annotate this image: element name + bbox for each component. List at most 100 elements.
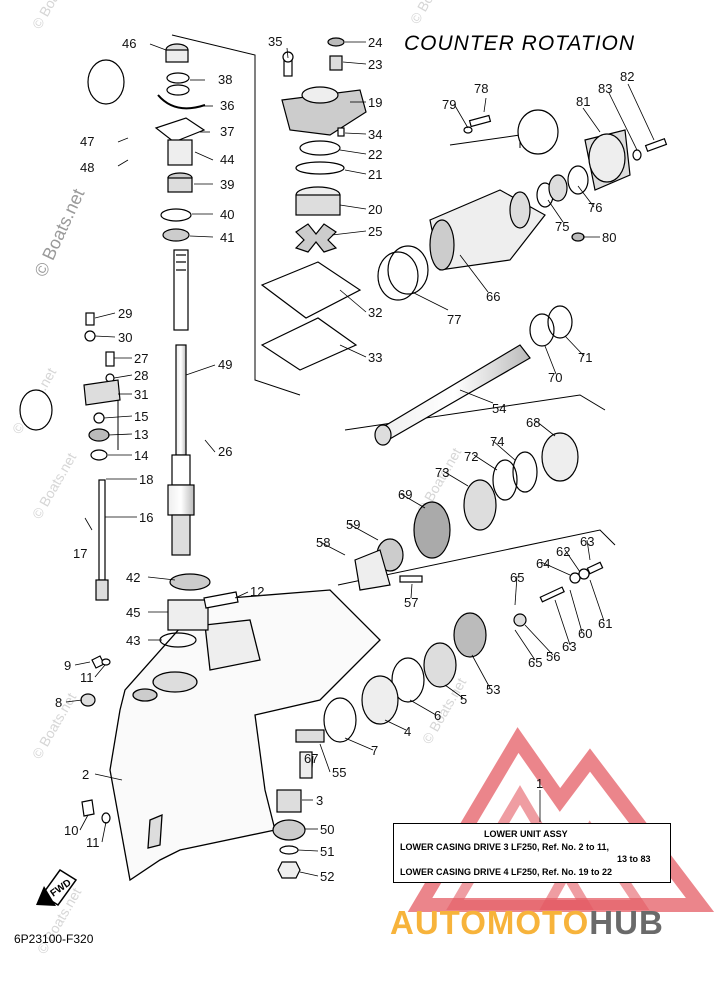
callout-14: 14 (134, 448, 148, 463)
figure-code: 6P23100-F320 (14, 932, 94, 946)
callout-37: 37 (220, 124, 234, 139)
legend-box: LOWER UNIT ASSY LOWER CASING DRIVE 3 LF2… (393, 823, 671, 883)
callout-12: 12 (250, 584, 264, 599)
seal-detail-insets (19, 59, 559, 431)
brand-part-1: AUTOMOTO (390, 904, 590, 941)
callout-63-lower: 63 (562, 639, 576, 654)
callout-5: 5 (460, 692, 467, 707)
watermark-faint: © Boats.net (29, 0, 80, 32)
callout-43: 43 (126, 633, 140, 648)
callout-17: 17 (73, 546, 87, 561)
leader-lines (65, 41, 655, 877)
callout-34: 34 (368, 127, 382, 142)
callout-20: 20 (368, 202, 382, 217)
callout-83: 83 (598, 81, 612, 96)
legend-line-3: LOWER CASING DRIVE 4 LF250, Ref. No. 19 … (400, 867, 613, 877)
callout-32: 32 (368, 305, 382, 320)
callout-51: 51 (320, 844, 334, 859)
callout-47: 47 (80, 134, 94, 149)
prop-shaft-housing (377, 114, 668, 301)
water-pump-parts (260, 37, 367, 371)
callout-28: 28 (134, 368, 148, 383)
callout-63: 63 (580, 534, 594, 549)
callout-65-lower: 65 (528, 655, 542, 670)
callout-30: 30 (118, 330, 132, 345)
shift-rod-parts (83, 312, 121, 601)
callout-78: 78 (474, 81, 488, 96)
callout-82: 82 (620, 69, 634, 84)
callout-11: 11 (80, 670, 94, 685)
callout-42: 42 (126, 570, 140, 585)
lower-gear-parts (80, 561, 604, 879)
callout-7: 7 (371, 743, 378, 758)
callout-44: 44 (220, 152, 234, 167)
callout-59: 59 (346, 517, 360, 532)
callout-69: 69 (398, 487, 412, 502)
callout-70: 70 (548, 370, 562, 385)
callout-9: 9 (64, 658, 71, 673)
callout-35: 35 (268, 34, 282, 49)
callout-71: 71 (578, 350, 592, 365)
legend-heading: LOWER UNIT ASSY (484, 829, 568, 839)
watermark-faint: © Boats.net (29, 450, 80, 522)
callout-11-lower: 11 (86, 835, 100, 850)
brand-part-2: HUB (589, 904, 664, 941)
legend-line-1: LOWER CASING DRIVE 3 LF250, Ref. No. 2 t… (400, 842, 610, 852)
callout-29: 29 (118, 306, 132, 321)
callout-23: 23 (368, 57, 382, 72)
callout-3: 3 (316, 793, 323, 808)
callout-79: 79 (442, 97, 456, 112)
callout-1: 1 (536, 776, 543, 791)
callout-77: 77 (447, 312, 461, 327)
callout-49: 49 (218, 357, 232, 372)
callout-67: 67 (304, 751, 318, 766)
callout-39: 39 (220, 177, 234, 192)
callout-labels: 46 38 36 37 47 48 44 39 40 41 35 24 23 1… (55, 34, 634, 884)
brand-watermark: AUTOMOTOHUB (390, 904, 664, 942)
callout-45: 45 (126, 605, 140, 620)
callout-53: 53 (486, 682, 500, 697)
callout-41: 41 (220, 230, 234, 245)
callout-60: 60 (578, 626, 592, 641)
callout-54: 54 (492, 401, 506, 416)
callout-27: 27 (134, 351, 148, 366)
callout-8: 8 (55, 695, 62, 710)
callout-38: 38 (218, 72, 232, 87)
callout-40: 40 (220, 207, 234, 222)
callout-72: 72 (464, 449, 478, 464)
callout-55: 55 (332, 765, 346, 780)
callout-25: 25 (368, 224, 382, 239)
callout-33: 33 (368, 350, 382, 365)
lower-casing (109, 589, 381, 882)
callout-26: 26 (218, 444, 232, 459)
callout-36: 36 (220, 98, 234, 113)
diagram-title: COUNTER ROTATION (404, 32, 636, 55)
callout-64: 64 (536, 556, 550, 571)
prop-shaft (354, 305, 579, 591)
callout-75: 75 (555, 219, 569, 234)
callout-66: 66 (486, 289, 500, 304)
watermark-boats-net: © Boats.net (30, 186, 88, 280)
callout-61: 61 (598, 616, 612, 631)
driveshaft (167, 249, 195, 556)
callout-65: 65 (510, 570, 524, 585)
callout-80: 80 (602, 230, 616, 245)
legend-line-2: 13 to 83 (617, 854, 651, 864)
upper-stack-parts (154, 43, 206, 242)
callout-4: 4 (404, 724, 411, 739)
callout-18: 18 (139, 472, 153, 487)
watermark-faint: © Boats.net (407, 0, 458, 27)
callout-68: 68 (526, 415, 540, 430)
callout-52: 52 (320, 869, 334, 884)
callout-56: 56 (546, 649, 560, 664)
callout-19: 19 (368, 95, 382, 110)
callout-62: 62 (556, 544, 570, 559)
callout-76: 76 (588, 200, 602, 215)
callout-24: 24 (368, 35, 382, 50)
callout-46: 46 (122, 36, 136, 51)
callout-10: 10 (64, 823, 78, 838)
callout-58: 58 (316, 535, 330, 550)
callout-57: 57 (404, 595, 418, 610)
callout-22: 22 (368, 147, 382, 162)
